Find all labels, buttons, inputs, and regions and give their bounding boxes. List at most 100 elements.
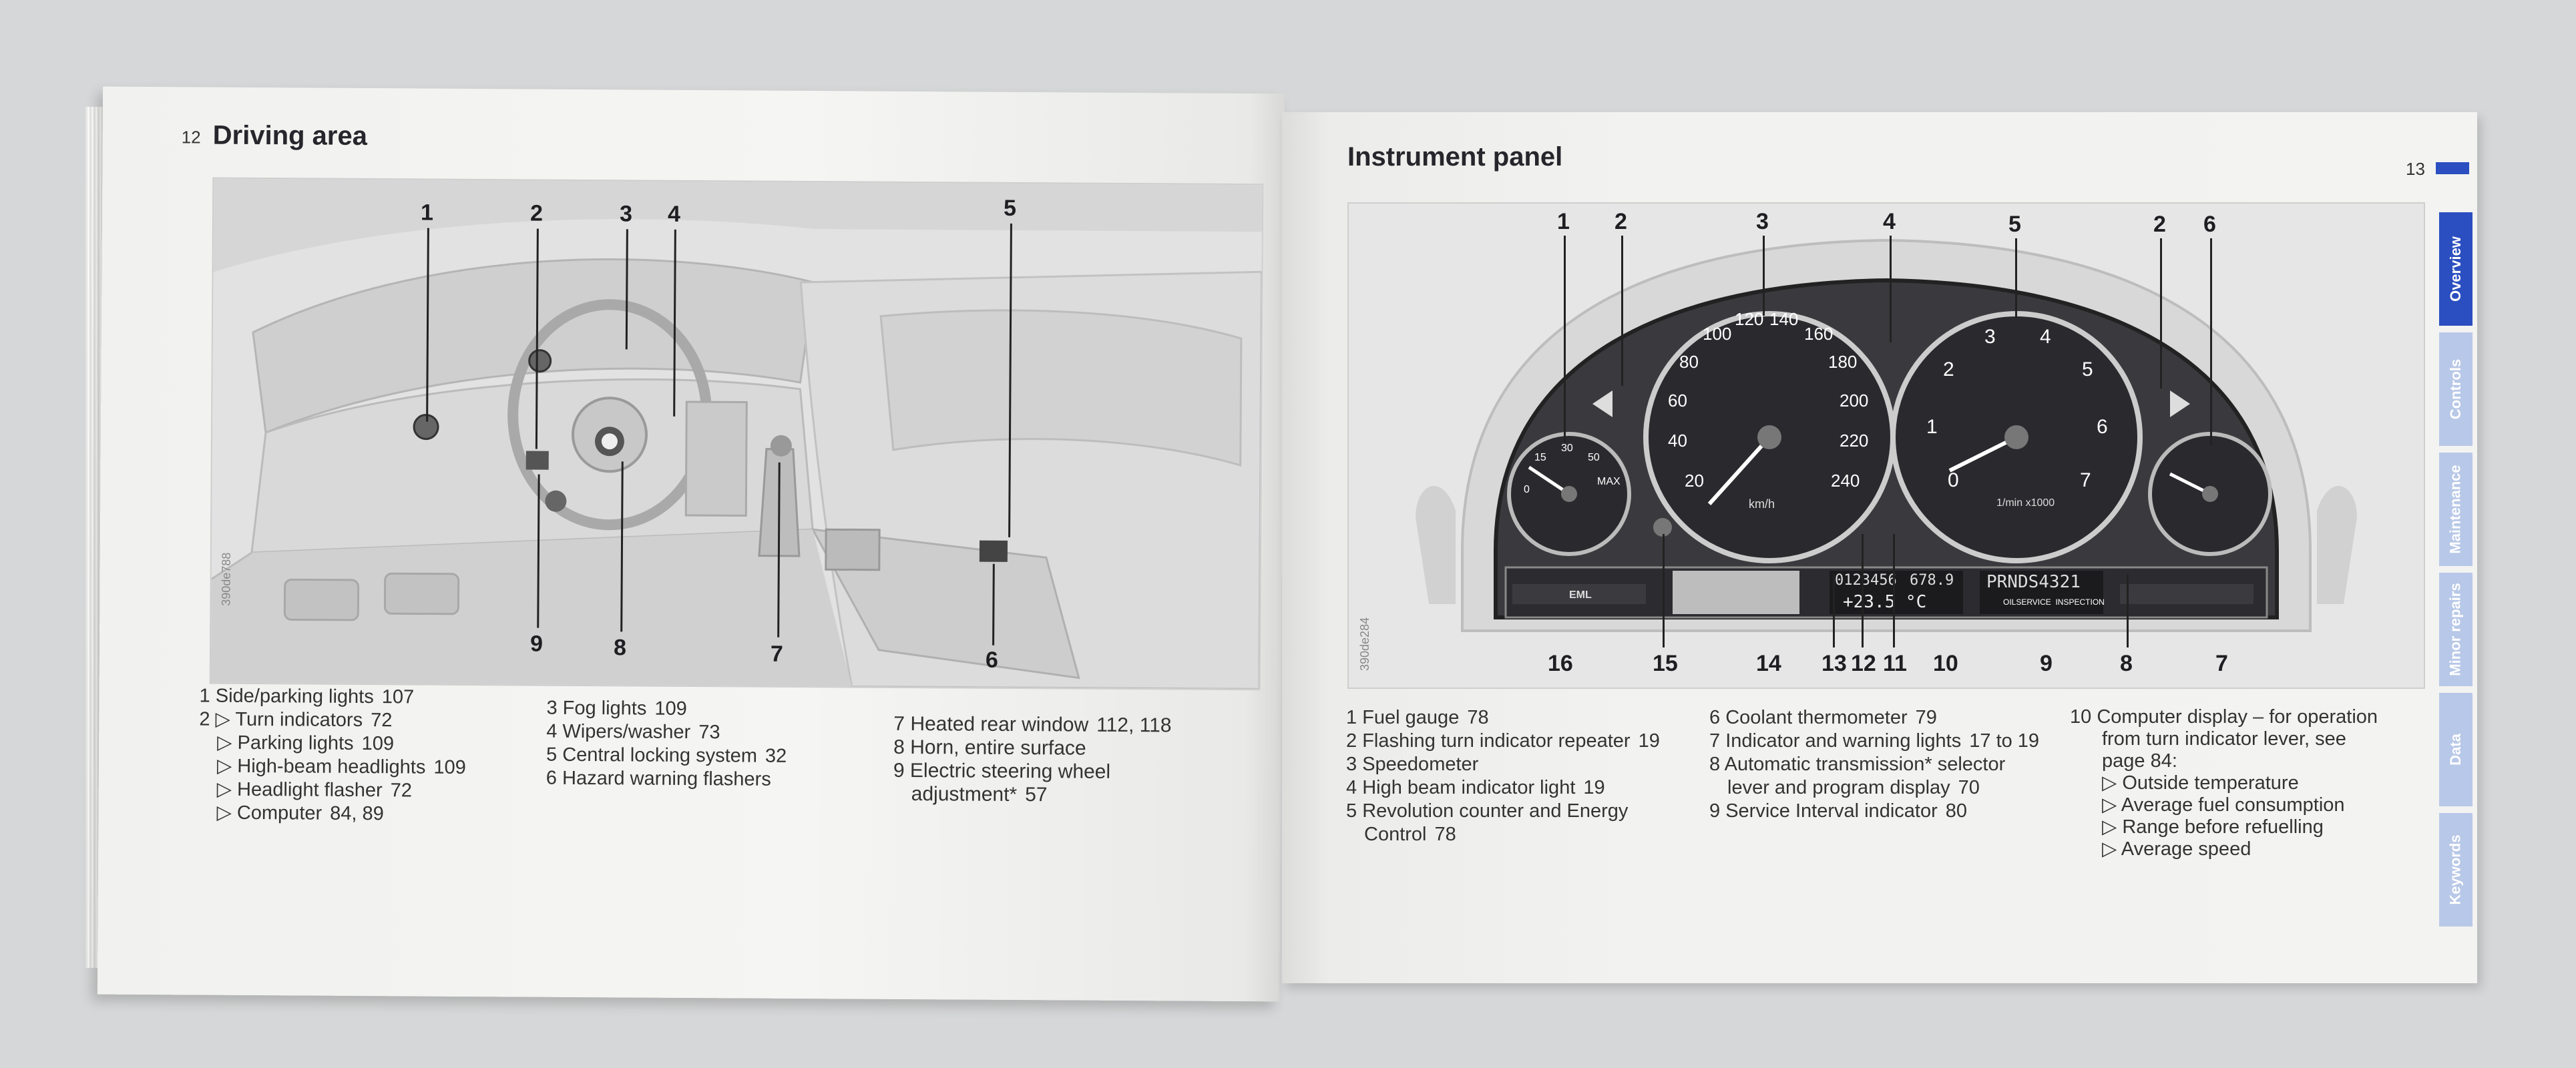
tacho-tick: 6 <box>2097 416 2108 438</box>
callout-3: 3 <box>1756 209 1769 234</box>
figure-id: 390de284 <box>1358 617 1371 671</box>
tacho-tick: 1 <box>1926 416 1938 438</box>
speed-unit: km/h <box>1749 497 1775 511</box>
callout-7: 7 <box>770 641 784 667</box>
callout-2: 2 <box>2153 212 2166 237</box>
callout-13: 13 <box>1821 651 1847 676</box>
tacho-tick: 3 <box>1984 326 1996 348</box>
speedometer-tick: 20 <box>1685 471 1704 491</box>
instrument-panel-illustration: km/h 1/min x1000 20 40 60 80 100 120 140… <box>1347 202 2425 689</box>
tab-controls[interactable]: Controls <box>2439 332 2473 446</box>
callout-6: 6 <box>2203 212 2216 237</box>
speedometer-tick: 240 <box>1831 471 1860 491</box>
callout-2: 2 <box>1615 209 1627 234</box>
callout-3: 3 <box>619 201 633 227</box>
callout-12: 12 <box>1851 651 1876 676</box>
leader-line <box>2210 238 2212 445</box>
instrument-cluster-drawing <box>1349 204 2424 688</box>
callout-10: 10 <box>1933 651 1958 676</box>
callout-5: 5 <box>2008 212 2021 237</box>
legend-item: 3 Speedometer <box>1346 754 1479 775</box>
speedometer-tick: 120 <box>1735 309 1764 329</box>
callout-5: 5 <box>1003 195 1017 221</box>
legend-item: 8 Horn, entire surface <box>893 736 1086 760</box>
fuel-tick: MAX <box>1597 476 1621 487</box>
legend-item: 8 Automatic transmission* selector <box>1709 754 2006 775</box>
leader-line <box>2160 238 2162 388</box>
callout-6: 6 <box>985 647 998 673</box>
fuel-tick: 30 <box>1561 443 1573 454</box>
legend-item: 9 Electric steering wheel <box>893 759 1111 783</box>
legend-item: 6 Hazard warning flashers <box>546 767 771 790</box>
speedometer-tick: 100 <box>1703 324 1732 344</box>
callout-9: 9 <box>529 631 544 657</box>
legend-item: ▷ Average fuel consumption <box>2102 794 2345 816</box>
callout-15: 15 <box>1653 651 1678 676</box>
tacho-tick: 0 <box>1948 469 1959 491</box>
speedometer-tick: 160 <box>1804 324 1834 344</box>
callout-14: 14 <box>1756 651 1781 676</box>
gear-display: PRNDS4321 <box>1986 572 2081 592</box>
speedometer-tick: 80 <box>1679 352 1699 372</box>
left-page: 12 Driving area <box>97 86 1285 1002</box>
leader-line <box>1763 236 1765 316</box>
tacho-tick: 4 <box>2040 326 2051 348</box>
callout-1: 1 <box>1557 209 1570 234</box>
callout-11: 11 <box>1883 651 1907 676</box>
page-number: 12 <box>181 127 201 148</box>
leader-line <box>1621 236 1623 386</box>
leader-line <box>1890 236 1892 342</box>
leader-line <box>1564 236 1566 443</box>
driving-area-illustration: 390de788 1 2 3 4 5 9 8 7 6 <box>209 177 1264 691</box>
tab-overview[interactable]: Overview <box>2439 212 2473 326</box>
callout-16: 16 <box>1548 651 1573 676</box>
legend-item: 10 Computer display – for operation <box>2070 706 2378 728</box>
page-title: Driving area <box>212 120 368 152</box>
tacho-tick: 2 <box>1943 358 1954 380</box>
legend-item: page 84: <box>2102 750 2177 772</box>
fuel-tick: 50 <box>1588 452 1600 463</box>
tab-data[interactable]: Data <box>2439 693 2473 806</box>
tacho-tick: 7 <box>2080 469 2091 491</box>
legend-item: ▷ Average speed <box>2102 838 2251 860</box>
callout-7: 7 <box>2215 651 2228 676</box>
callout-1: 1 <box>420 200 434 226</box>
speedometer-tick: 60 <box>1668 390 1687 411</box>
tab-maintenance[interactable]: Maintenance <box>2439 453 2473 566</box>
leader-line <box>2015 238 2017 318</box>
odometer-display: 0123456 <box>1835 572 1897 589</box>
page-number: 13 <box>2406 159 2425 179</box>
right-page: Instrument panel 13 <box>1282 112 2477 983</box>
callout-2: 2 <box>529 200 544 226</box>
tab-keywords[interactable]: Keywords <box>2439 813 2473 926</box>
speedometer-tick: 220 <box>1840 431 1869 451</box>
legend-item: from turn indicator lever, see <box>2102 728 2346 750</box>
tab-minor-repairs[interactable]: Minor repairs <box>2439 573 2473 686</box>
speedometer-tick: 140 <box>1769 309 1799 329</box>
fuel-tick: 0 <box>1524 484 1530 495</box>
speedometer-tick: 180 <box>1828 352 1858 372</box>
leader-line <box>1893 534 1895 647</box>
leader-line <box>1862 534 1864 647</box>
page-marker <box>2436 162 2469 174</box>
eml-indicator: EML <box>1569 589 1592 601</box>
legend-item: adjustment*57 <box>911 783 1048 806</box>
